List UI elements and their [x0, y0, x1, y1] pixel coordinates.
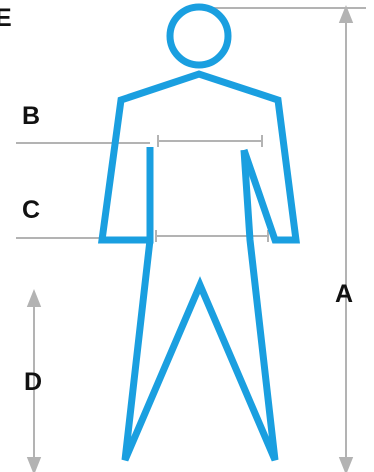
label-b: B: [22, 102, 40, 130]
chest-width-bracket: [158, 135, 262, 147]
label-a: A: [335, 280, 353, 308]
figure-head: [170, 7, 228, 65]
label-c: C: [22, 196, 40, 224]
label-d: D: [24, 368, 42, 396]
figure-torso-arms: [102, 74, 296, 240]
human-figure: [102, 7, 296, 460]
label-e: E: [0, 4, 12, 32]
figure-legs: [125, 147, 275, 460]
